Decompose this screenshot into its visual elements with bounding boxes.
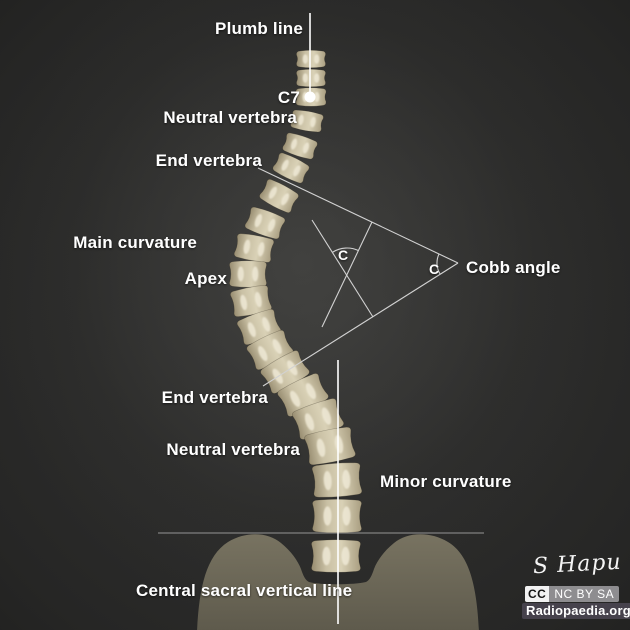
pedicle-highlight xyxy=(323,506,332,526)
label-main-curvature: Main curvature xyxy=(73,233,197,252)
spine-column xyxy=(229,49,363,573)
pedicle-highlight xyxy=(281,159,289,171)
pedicle-highlight xyxy=(254,214,263,228)
cobb-arc-vertex xyxy=(436,253,441,275)
cobb-arc-inner xyxy=(332,247,359,253)
artist-signature: S Hapu xyxy=(532,549,623,580)
vertebra xyxy=(290,109,324,133)
label-plumb-line: Plumb line xyxy=(215,19,303,38)
vertebra xyxy=(233,233,275,263)
vertebra xyxy=(296,49,326,69)
pedicle-highlight xyxy=(280,193,290,206)
pedicle-highlight xyxy=(272,339,282,354)
label-neutral-vertebra-upper: Neutral vertebra xyxy=(163,108,297,127)
label-central-sacral-vertical-line: Central sacral vertical line xyxy=(136,581,353,600)
vertebra xyxy=(304,426,356,466)
pedicle-highlight xyxy=(293,165,301,177)
label-end-vertebra-upper: End vertebra xyxy=(155,151,262,170)
pedicle-highlight xyxy=(341,546,350,566)
pedicle-highlight xyxy=(314,91,320,103)
label-minor-curvature: Minor curvature xyxy=(380,472,512,491)
pedicle-highlight xyxy=(247,322,256,338)
perpendicular-line-upper xyxy=(321,221,373,328)
pedicle-highlight xyxy=(305,383,316,400)
vertebra xyxy=(229,260,267,288)
pedicle-highlight xyxy=(262,316,271,332)
license-terms: NC BY SA xyxy=(549,586,620,602)
vertebra xyxy=(259,178,299,214)
vertebra xyxy=(311,462,363,498)
perpendicular-line-lower xyxy=(311,219,374,318)
pedicle-highlight xyxy=(302,142,310,154)
c7-dot xyxy=(304,91,316,103)
label-cobb-angle: Cobb angle xyxy=(466,258,561,277)
label-apex: Apex xyxy=(184,269,227,288)
angle-c-vertex: C xyxy=(429,261,440,277)
label-neutral-vertebra-lower: Neutral vertebra xyxy=(166,440,300,459)
pedicle-highlight xyxy=(322,546,331,566)
pedicle-highlight xyxy=(240,294,248,311)
pedicle-highlight xyxy=(298,114,304,126)
pedicle-highlight xyxy=(258,346,268,361)
vertebra xyxy=(312,498,362,534)
pedicle-highlight xyxy=(290,138,298,150)
pedicle-highlight xyxy=(257,242,265,257)
vertebra xyxy=(291,398,345,440)
pedicle-highlight xyxy=(268,186,278,199)
vertebra xyxy=(296,68,326,88)
vertebra xyxy=(282,132,318,160)
vertebra xyxy=(272,152,310,184)
vertebra xyxy=(277,373,329,417)
pedicle-highlight xyxy=(304,413,315,431)
radiopaedia-credit: Radiopaedia.org xyxy=(522,603,630,619)
pedicle-highlight xyxy=(310,116,316,128)
vertebra xyxy=(244,206,286,240)
pedicle-highlight xyxy=(323,471,332,491)
pedicle-highlight xyxy=(237,266,244,282)
pedicle-highlight xyxy=(334,435,344,454)
pedicle-highlight xyxy=(302,73,308,83)
label-c7: C7 xyxy=(277,88,300,107)
pedicle-highlight xyxy=(290,390,301,407)
pedicle-highlight xyxy=(316,438,326,457)
pedicle-highlight xyxy=(243,239,251,254)
cobb-line-upper xyxy=(257,167,459,264)
pedicle-highlight xyxy=(342,469,351,489)
cc-icon: CC xyxy=(525,586,550,602)
label-end-vertebra-lower: End vertebra xyxy=(161,388,268,407)
pelvis-shape xyxy=(197,534,479,630)
pedicle-highlight xyxy=(254,291,262,308)
angle-c-inner: C xyxy=(338,247,349,263)
license-badge: CC NC BY SA xyxy=(525,586,620,602)
pedicle-highlight xyxy=(314,73,320,83)
pedicle-highlight xyxy=(314,54,320,64)
pedicle-highlight xyxy=(267,218,276,232)
pedicle-highlight xyxy=(302,54,308,64)
pedicle-highlight xyxy=(321,407,332,425)
pedicle-highlight xyxy=(342,506,351,526)
pedicle-highlight xyxy=(252,266,259,282)
cobb-line-lower xyxy=(262,262,459,387)
vertebra xyxy=(311,539,361,573)
